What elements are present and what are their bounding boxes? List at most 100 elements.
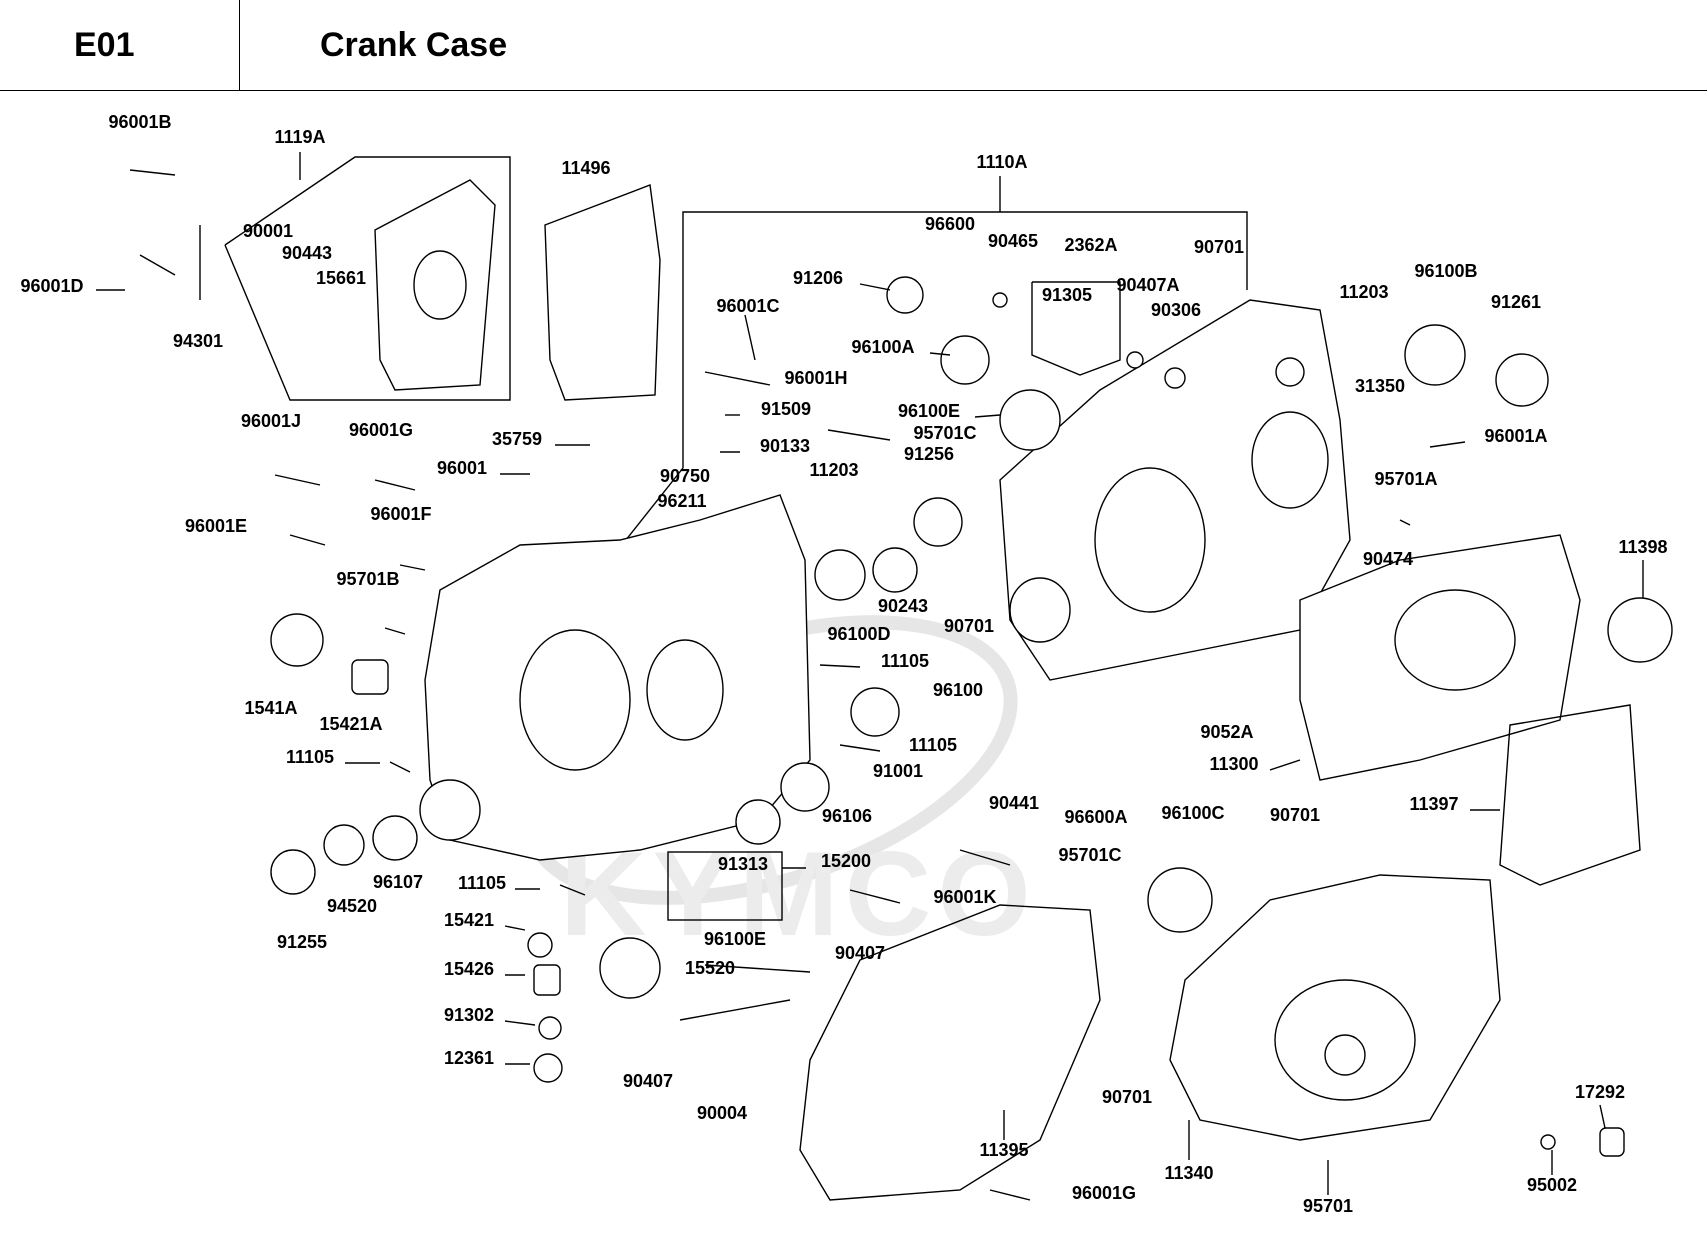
part-number-label: 95701A — [1374, 469, 1437, 489]
leader-lines — [96, 283, 1644, 1195]
part-number-label: 15421A — [319, 714, 382, 734]
part-number-label: 11203 — [1339, 282, 1388, 302]
part-number-label: 11105 — [458, 873, 506, 893]
diagram-header: E01 Crank Case — [0, 0, 1707, 91]
crankcase-right — [999, 299, 1351, 681]
bearings — [270, 276, 1625, 1157]
part-number-label: 90243 — [878, 596, 928, 616]
section-title: Crank Case — [320, 26, 508, 64]
part-number-label: 91001 — [873, 761, 923, 781]
part-number-label: 15520 — [685, 958, 735, 978]
part-number-label: 90465 — [988, 231, 1038, 251]
part-number-label: 91255 — [277, 932, 327, 952]
part-number-label: 91302 — [444, 1005, 494, 1025]
belt-gasket-11395 — [799, 904, 1101, 1201]
part-number-label: 94301 — [173, 331, 223, 351]
part-number-label: 11398 — [1618, 537, 1667, 557]
part-number-label: 11395 — [979, 1140, 1028, 1160]
part-number-label: 90306 — [1151, 300, 1201, 320]
gasket-11496 — [544, 184, 661, 401]
part-number-label: 90443 — [282, 243, 332, 263]
part-number-label: 96001E — [185, 516, 247, 536]
part-number-label: 9052A — [1200, 722, 1253, 742]
part-number-label: 90474 — [1363, 549, 1413, 569]
part-number-label: 96001B — [108, 112, 171, 132]
part-number-label: 96600A — [1064, 807, 1127, 827]
part-number-label: 35759 — [492, 429, 542, 449]
section-code: E01 — [0, 0, 240, 90]
part-number-label: 11203 — [809, 460, 858, 480]
part-number-label: 90004 — [697, 1103, 747, 1123]
part-number-label: 1541A — [244, 698, 297, 718]
cover-plate-1119a — [374, 179, 496, 391]
part-number-label: 31350 — [1355, 376, 1405, 396]
part-number-label: 11496 — [561, 158, 610, 178]
part-number-label: 96001H — [784, 368, 847, 388]
part-number-label: 17292 — [1575, 1082, 1625, 1102]
part-number-label: 96106 — [822, 806, 872, 826]
part-number-label: 95701C — [913, 423, 976, 443]
part-number-label: 1119A — [274, 127, 325, 147]
part-number-label: 96001G — [1072, 1183, 1136, 1203]
part-number-label: 95701B — [336, 569, 399, 589]
part-number-label: 90441 — [989, 793, 1039, 813]
part-number-label: 1110A — [976, 152, 1027, 172]
bolts — [129, 169, 1466, 1201]
part-number-label: 96100D — [827, 624, 890, 644]
part-number-label: 90001 — [243, 221, 293, 241]
part-number-label: 91313 — [718, 854, 768, 874]
part-number-label: 90407 — [623, 1071, 673, 1091]
part-number-label: 91206 — [793, 268, 843, 288]
part-number-label: 96001C — [716, 296, 779, 316]
part-number-label: 95701 — [1303, 1196, 1353, 1216]
part-number-label: 90701 — [944, 616, 994, 636]
part-number-label: 90701 — [1102, 1087, 1152, 1107]
part-number-label: 94520 — [327, 896, 377, 916]
part-number-label: 15661 — [316, 268, 366, 288]
part-number-label: 96107 — [373, 872, 423, 892]
part-number-label: 96211 — [657, 491, 706, 511]
gasket-11397 — [1499, 704, 1641, 886]
part-number-label: 91305 — [1042, 285, 1092, 305]
part-number-label: 96600 — [925, 214, 975, 234]
part-number-label: 11340 — [1164, 1163, 1213, 1183]
part-number-label: 96100B — [1414, 261, 1477, 281]
part-number-label: 12361 — [444, 1048, 494, 1068]
part-number-label: 96001G — [349, 420, 413, 440]
part-number-label: 96001D — [20, 276, 83, 296]
part-number-label: 11105 — [909, 735, 957, 755]
part-number-label: 91256 — [904, 444, 954, 464]
part-number-label: 96100A — [851, 337, 914, 357]
part-number-label: 96100E — [704, 929, 766, 949]
part-number-label: 15200 — [821, 851, 871, 871]
part-number-label: 96001 — [437, 458, 487, 478]
part-number-label: 96100E — [898, 401, 960, 421]
part-number-label: 15426 — [444, 959, 494, 979]
part-number-label: 96001K — [933, 887, 996, 907]
transmission-cover-11300 — [1299, 534, 1581, 781]
part-number-label: 91261 — [1491, 292, 1541, 312]
gasket-11398 — [1607, 597, 1673, 663]
outer-cover-11340 — [1169, 874, 1501, 1141]
part-number-label: 90750 — [660, 466, 710, 486]
part-number-label: 90701 — [1270, 805, 1320, 825]
part-number-label: 95002 — [1527, 1175, 1577, 1195]
crankcase-left — [419, 494, 811, 861]
part-number-label: 11300 — [1209, 754, 1258, 774]
part-number-label: 11105 — [286, 747, 334, 767]
part-number-label: 95701C — [1058, 845, 1121, 865]
part-number-label: 96100 — [933, 680, 983, 700]
part-number-label: 96001J — [241, 411, 301, 431]
part-number-label: 96100C — [1161, 803, 1224, 823]
part-number-label: 90407 — [835, 943, 885, 963]
part-number-label: 96001A — [1484, 426, 1547, 446]
part-number-label: 11105 — [881, 651, 929, 671]
part-number-label: 2362A — [1064, 235, 1117, 255]
part-number-label: 90407A — [1116, 275, 1179, 295]
part-number-label: 90701 — [1194, 237, 1244, 257]
part-number-label: 91509 — [761, 399, 811, 419]
part-number-label: 90133 — [760, 436, 810, 456]
part-number-label: 15421 — [444, 910, 494, 930]
